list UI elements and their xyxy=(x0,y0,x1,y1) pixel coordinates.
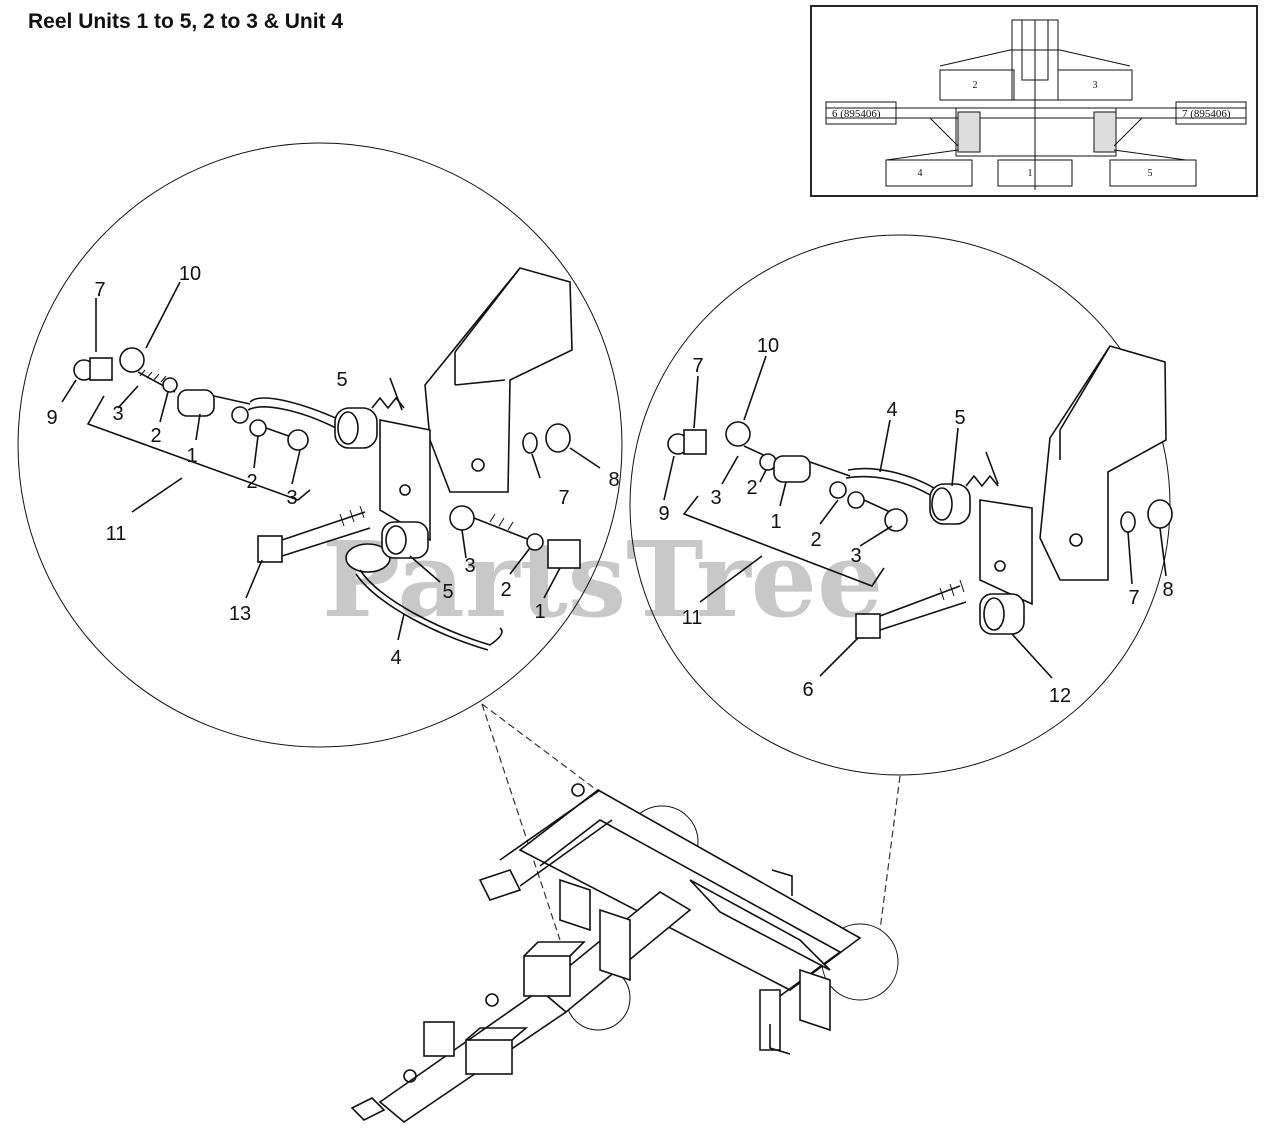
left-callouts: 7 10 9 3 2 1 2 3 5 7 8 11 13 3 2 5 1 4 xyxy=(46,263,619,669)
left-detail-circle xyxy=(17,142,623,748)
callout-2: 2 xyxy=(246,471,257,493)
callout-3: 3 xyxy=(710,487,721,509)
callout-1: 1 xyxy=(186,445,197,467)
callout-2: 2 xyxy=(810,529,821,551)
main-frame-assembly xyxy=(350,783,862,1124)
unit-2-label: 2 xyxy=(973,80,978,91)
unit-5-label: 5 xyxy=(1148,168,1153,179)
left-leader-lines xyxy=(61,281,601,641)
diagram-title: Reel Units 1 to 5, 2 to 3 & Unit 4 xyxy=(28,10,344,33)
callout-5: 5 xyxy=(954,407,965,429)
callout-12: 12 xyxy=(1049,685,1071,707)
inset-callout-7: 7 (895406) xyxy=(1182,108,1231,120)
inset-callout-6: 6 (895406) xyxy=(832,108,881,120)
callout-7: 7 xyxy=(94,279,105,301)
callout-3: 3 xyxy=(464,555,475,577)
right-detail-parts xyxy=(667,345,1173,639)
callout-6: 6 xyxy=(802,679,813,701)
unit-3-label: 3 xyxy=(1093,80,1098,91)
callout-7: 7 xyxy=(558,487,569,509)
callout-8: 8 xyxy=(1162,579,1173,601)
callout-9: 9 xyxy=(46,407,57,429)
callout-5: 5 xyxy=(336,369,347,391)
callout-2: 2 xyxy=(150,425,161,447)
reel-layout-inset: 2 3 6 (895406) 7 (895406) 4 1 5 xyxy=(810,5,1258,197)
callout-11: 11 xyxy=(682,607,703,629)
unit-1-label: 1 xyxy=(1028,168,1033,179)
callout-1: 1 xyxy=(534,601,545,623)
unit-4-label: 4 xyxy=(918,168,923,179)
callout-2: 2 xyxy=(746,477,757,499)
callout-5: 5 xyxy=(442,581,453,603)
left-detail-parts xyxy=(73,267,581,651)
callout-1: 1 xyxy=(770,511,781,533)
callout-3: 3 xyxy=(286,487,297,509)
callout-4: 4 xyxy=(390,647,401,669)
callout-9: 9 xyxy=(658,503,669,525)
callout-3: 3 xyxy=(112,403,123,425)
callout-8: 8 xyxy=(608,469,619,491)
callout-2: 2 xyxy=(500,579,511,601)
callout-7: 7 xyxy=(692,355,703,377)
callout-13: 13 xyxy=(229,603,251,625)
callout-3: 3 xyxy=(850,545,861,567)
callout-4: 4 xyxy=(886,399,897,421)
callout-7: 7 xyxy=(1128,587,1139,609)
callout-11: 11 xyxy=(106,523,127,545)
callout-10: 10 xyxy=(179,263,201,285)
right-leader-lines xyxy=(663,355,1167,679)
right-callouts: 7 10 9 3 2 1 4 5 2 3 7 8 11 6 12 xyxy=(658,335,1173,707)
callout-10: 10 xyxy=(757,335,779,357)
